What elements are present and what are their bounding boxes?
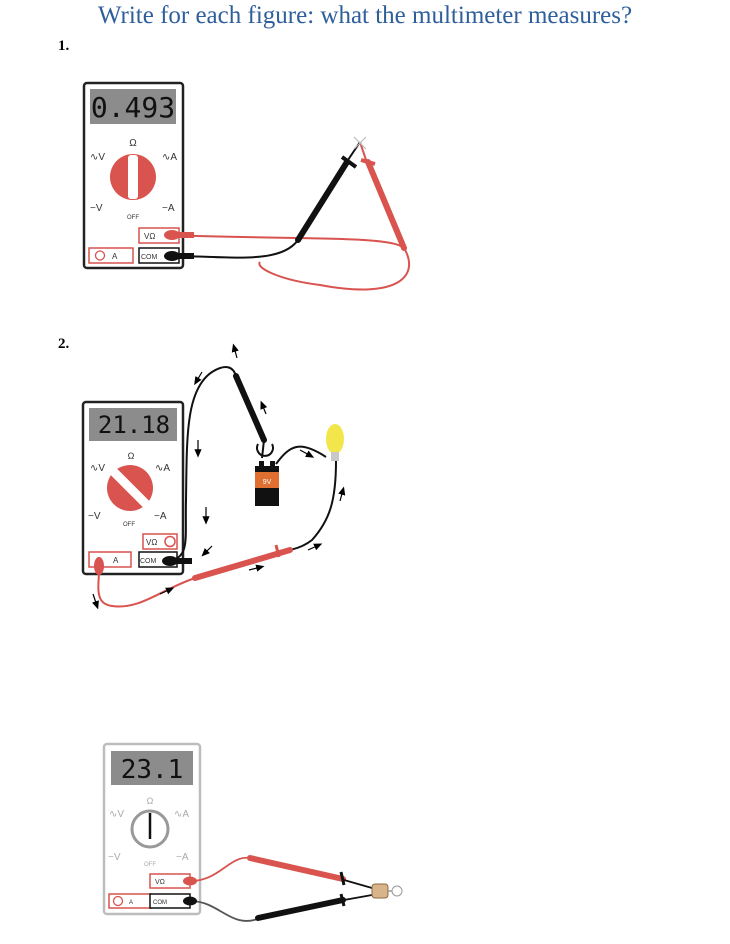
dial-pointer-2: [109, 467, 151, 509]
black-probe-3: [255, 897, 346, 921]
test-leads-1: [164, 136, 411, 291]
multimeter-3: 23.1 Ω ∿V ∿A −V −A OFF VΩ A COM: [102, 742, 202, 916]
reading-3: 23.1: [121, 755, 184, 785]
lcd-display-2: [89, 408, 177, 441]
red-probe-2: [192, 547, 293, 581]
label-off-3: OFF: [144, 862, 156, 868]
label-ohm-3: Ω: [147, 796, 154, 806]
multimeter-1: 0.493 Ω ∿V ∿A −V −A OFF VΩ A COM: [82, 81, 185, 270]
label-ohm-1: Ω: [129, 138, 137, 149]
battery-label: 9V: [263, 479, 272, 486]
label-vohm-3: VΩ: [155, 879, 165, 886]
label-aca-3: ∿A: [174, 809, 189, 820]
label-dcv-1: −V: [90, 203, 103, 214]
lcd-display-3: [111, 751, 193, 785]
label-dca-2: −A: [154, 511, 167, 522]
label-dcv-3: −V: [108, 852, 121, 863]
circuit-wires: [94, 366, 337, 608]
current-arrows: [92, 343, 346, 610]
label-com-3: COM: [153, 900, 167, 906]
label-aca-1: ∿A: [162, 152, 177, 163]
page-title: Write for each figure: what the multimet…: [97, 2, 633, 29]
battery-9v: 9V: [255, 461, 279, 506]
resistor-component: [371, 883, 403, 899]
label-dca-3: −A: [176, 852, 189, 863]
black-probe-1: [295, 159, 350, 243]
label-ohm-2: Ω: [128, 451, 135, 461]
label-off-2: OFF: [123, 522, 135, 528]
figure-2: 21.18 Ω ∿V ∿A −V −A OFF VΩ A COM 9V: [81, 343, 346, 610]
label-com-2: COM: [140, 558, 157, 565]
label-dcv-2: −V: [88, 511, 101, 522]
label-vohm-1: VΩ: [144, 232, 155, 241]
label-acv-1: ∿V: [90, 152, 105, 163]
reading-2: 21.18: [98, 411, 170, 439]
test-leads-3: [183, 855, 373, 922]
red-probe-1: [365, 159, 407, 251]
reading-1: 0.493: [91, 91, 175, 124]
probe-contact-mark-1: [353, 136, 367, 150]
label-vohm-2: VΩ: [146, 538, 157, 547]
label-a-2: A: [113, 556, 119, 565]
multimeter-2: 21.18 Ω ∿V ∿A −V −A OFF VΩ A COM: [81, 400, 185, 576]
red-probe-3: [247, 855, 346, 882]
lcd-display-1: [90, 89, 176, 124]
label-acv-2: ∿V: [90, 463, 105, 474]
figure-number-2: 2.: [58, 336, 70, 352]
figure-1: 0.493 Ω ∿V ∿A −V −A OFF VΩ A COM: [82, 81, 411, 291]
label-acv-3: ∿V: [109, 809, 124, 820]
dial-pointer-1: [128, 155, 138, 199]
label-com-1: COM: [141, 254, 158, 261]
label-a-1: A: [112, 252, 118, 261]
label-dca-1: −A: [162, 203, 175, 214]
label-a-3: A: [129, 900, 133, 906]
figure-3: 23.1 Ω ∿V ∿A −V −A OFF VΩ A COM: [102, 742, 403, 922]
black-probe-2: [233, 373, 267, 443]
light-bulb: [326, 424, 344, 461]
label-off-1: OFF: [127, 215, 139, 221]
figure-number-1: 1.: [58, 38, 70, 54]
label-aca-2: ∿A: [155, 463, 170, 474]
